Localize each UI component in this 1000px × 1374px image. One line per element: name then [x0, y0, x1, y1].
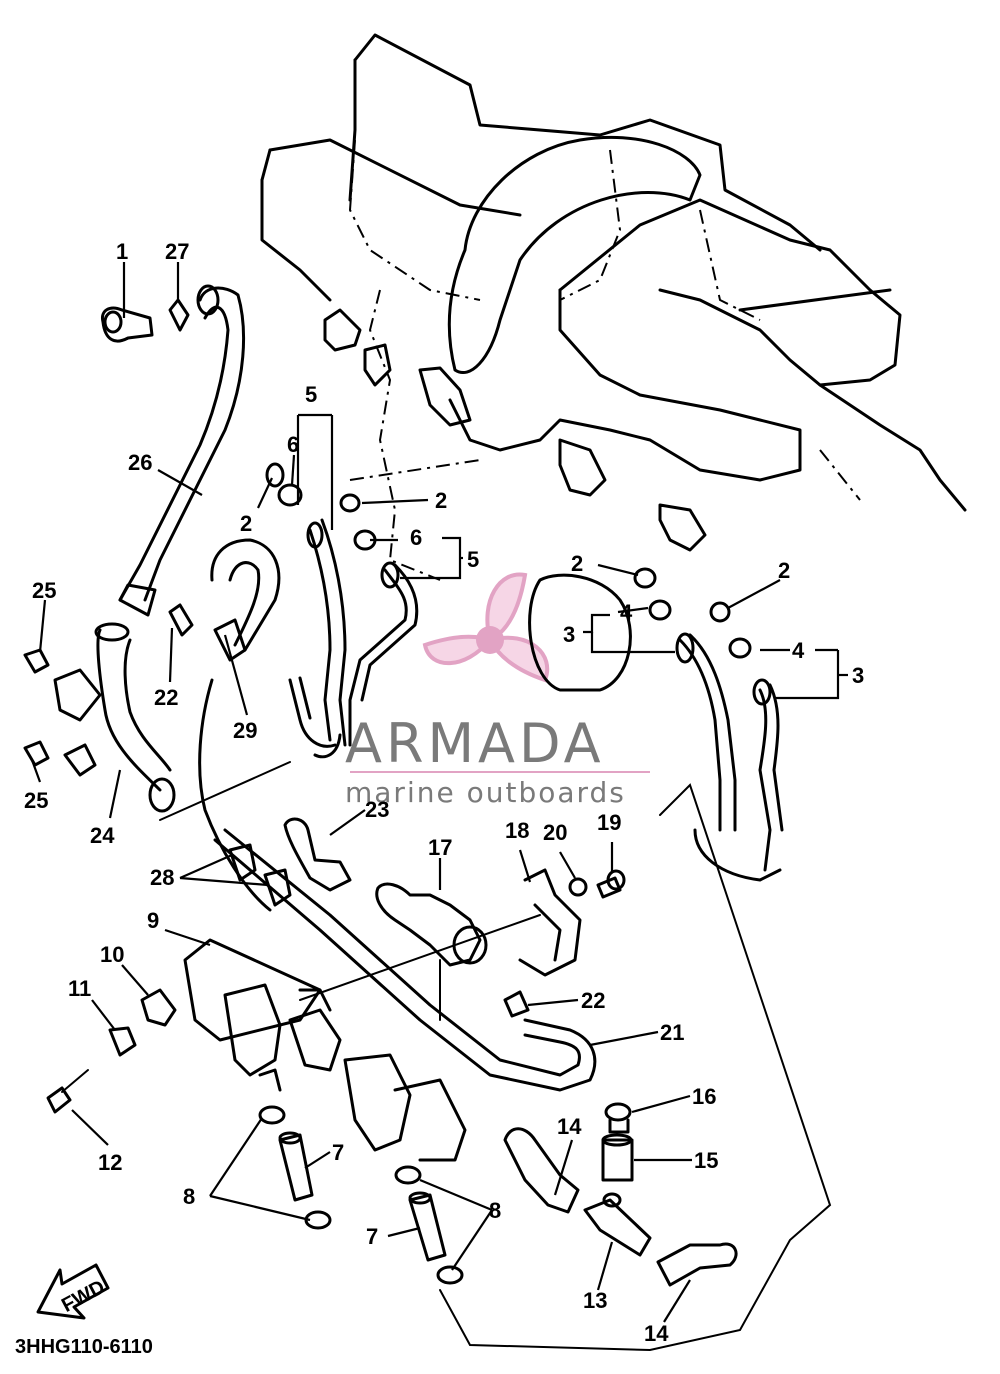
part-19-bolt — [596, 869, 626, 899]
callout-21: 21 — [660, 1020, 684, 1045]
part-16-clamp — [604, 1102, 632, 1134]
part-4-clamps — [648, 599, 752, 659]
callout-1: 1 — [116, 239, 128, 264]
callout-29: 29 — [233, 718, 257, 743]
callout-15: 15 — [694, 1148, 718, 1173]
part-13-tee-joint — [583, 1192, 652, 1257]
watermark-tagline: marine outboards — [345, 776, 626, 809]
callout-labels: 1 27 26 25 25 24 22 29 5 6 2 2 6 5 2 4 3… — [24, 239, 864, 1346]
callout-3: 3 — [563, 622, 575, 647]
part-29-hose — [198, 538, 281, 912]
loop-hose-center — [528, 573, 632, 692]
callout-4: 4 — [792, 638, 805, 663]
callout-23: 23 — [365, 797, 389, 822]
part-22-clip-upper — [168, 603, 194, 637]
callout-2: 2 — [240, 511, 252, 536]
callout-4: 4 — [620, 600, 633, 625]
part-5-pipe-assembly — [288, 518, 419, 759]
callout-9: 9 — [147, 908, 159, 933]
callout-14: 14 — [644, 1321, 669, 1346]
callout-8: 8 — [489, 1198, 501, 1223]
callout-7: 7 — [332, 1140, 344, 1165]
callout-14: 14 — [557, 1114, 582, 1139]
callout-25: 25 — [32, 578, 56, 603]
callout-11: 11 — [68, 976, 91, 1001]
front-arrow-icon: FWD — [36, 1263, 110, 1320]
callout-7: 7 — [366, 1224, 378, 1249]
part-3-pipe-assembly — [675, 632, 784, 882]
part-20-washer — [568, 877, 588, 897]
callout-5: 5 — [305, 382, 317, 407]
part-14-hose-upper — [503, 1127, 580, 1214]
diagram-code: 3HHG110-6110 — [15, 1336, 153, 1358]
part-1-elbow — [100, 306, 154, 343]
callout-19: 19 — [597, 810, 621, 835]
part-6-clamps — [277, 483, 377, 551]
callout-20: 20 — [543, 820, 567, 845]
callout-26: 26 — [128, 450, 152, 475]
engine-housing — [260, 33, 967, 581]
callout-16: 16 — [692, 1084, 716, 1109]
part-25-bolt-lower — [23, 740, 50, 767]
armada-logo: ARMADA marine outboards — [345, 572, 650, 809]
part-14-hose-lower — [656, 1242, 738, 1287]
part-11-bolt — [108, 1026, 137, 1057]
watermark-brand: ARMADA — [345, 712, 605, 775]
callout-3: 3 — [852, 663, 864, 688]
part-7-hose-left — [278, 1131, 314, 1202]
part-18-bracket — [518, 868, 582, 977]
part-2-caps — [265, 462, 731, 623]
callout-8: 8 — [183, 1184, 195, 1209]
leader-lines — [30, 262, 848, 1323]
part-24-hose — [53, 622, 176, 813]
callout-6: 6 — [287, 432, 299, 457]
callout-18: 18 — [505, 818, 529, 843]
callout-5: 5 — [467, 547, 479, 572]
callout-28: 28 — [150, 865, 174, 890]
callout-2: 2 — [571, 551, 583, 576]
part-27-clip — [168, 298, 190, 332]
part-12-bolt — [46, 1069, 89, 1114]
callout-17: 17 — [428, 835, 452, 860]
part-9-reed-valve-assembly — [183, 938, 467, 1162]
part-7-hose-right — [408, 1191, 447, 1262]
callout-22: 22 — [154, 685, 178, 710]
part-10-grommet — [140, 988, 177, 1027]
part-21-hose — [213, 828, 597, 1092]
callout-27: 27 — [165, 239, 189, 264]
part-23-hose — [283, 817, 352, 892]
part-15-sleeve — [601, 1133, 634, 1182]
part-25-bolt-upper — [23, 648, 50, 674]
callout-24: 24 — [90, 823, 115, 848]
callout-22: 22 — [581, 988, 605, 1013]
callout-10: 10 — [100, 942, 124, 967]
callout-12: 12 — [98, 1150, 122, 1175]
callout-2: 2 — [778, 558, 790, 583]
part-26-hose — [118, 284, 246, 617]
callout-25: 25 — [24, 788, 48, 813]
callout-13: 13 — [583, 1288, 607, 1313]
callout-2: 2 — [435, 488, 447, 513]
callout-6: 6 — [410, 525, 422, 550]
part-22-clip-lower — [503, 990, 530, 1018]
